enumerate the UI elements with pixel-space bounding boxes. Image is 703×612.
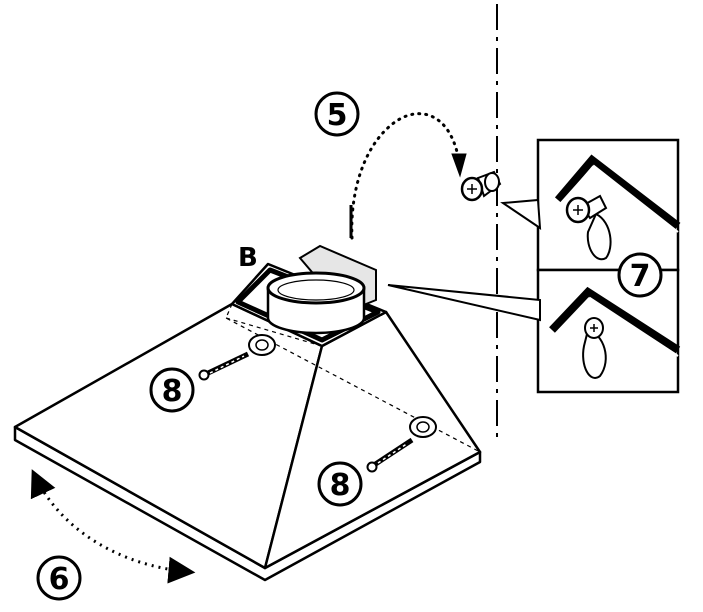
duct-collar [266,244,377,335]
wall-plug-icon [460,170,502,202]
step-callout-7: 7 [617,252,663,298]
screw-icon [198,351,250,381]
curved-arrow-icon [30,469,196,584]
screw-hole-left [248,334,276,356]
svg-text:6: 6 [49,562,70,597]
duct-opening [266,271,366,305]
detail-box-top [536,138,681,272]
part-label-b: B [238,243,258,273]
callout-leader-bottom [387,284,541,322]
keyhole-slot-icon [582,317,607,379]
svg-text:8: 8 [330,468,351,503]
step-callout-8-right: 8 [317,461,363,507]
screw-icon [366,437,414,473]
curved-arrow-icon [350,112,460,240]
svg-text:7: 7 [630,259,651,294]
step-callout-8-left: 8 [149,367,195,413]
step-callout-6: 6 [36,555,82,601]
screw-icon [565,194,608,224]
callout-leader-top [500,198,542,230]
svg-text:5: 5 [327,98,348,133]
step-callout-5: 5 [314,91,360,137]
screw-hole-right [409,416,437,438]
cooker-hood [13,262,482,582]
svg-text:8: 8 [162,374,183,409]
